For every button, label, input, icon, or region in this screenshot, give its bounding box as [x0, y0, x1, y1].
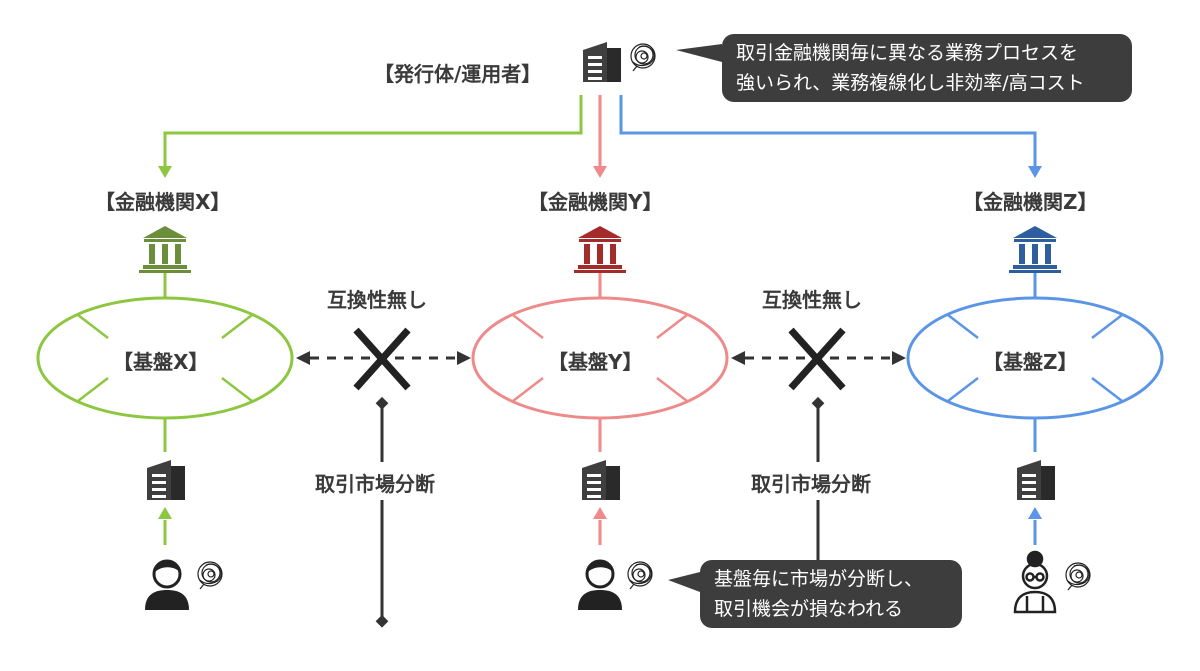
user-z-avatar-icon: [1013, 550, 1057, 614]
institution-y-label: 【金融機関Y】: [528, 190, 663, 214]
platform-x-label: 【基盤X】: [113, 350, 209, 374]
institution-y-building-icon: [582, 460, 620, 500]
institution-z-label: 【金融機関Z】: [963, 190, 1098, 214]
user-y-scribble-icon: [627, 561, 653, 590]
issuer-link-z: [619, 95, 1042, 178]
platform-z-ellipse: [906, 296, 1164, 420]
bank-icon-y: [574, 226, 626, 273]
platform-y-ellipse: [471, 296, 729, 420]
no-interop-label-1: 互換性無し: [327, 288, 427, 312]
issuer-bubble-pointer: [676, 44, 722, 62]
issuer-link-y: [593, 95, 607, 178]
user-bubble-line-1: 基盤毎に市場が分断し、: [714, 568, 924, 590]
user-x-avatar-icon: [143, 559, 191, 612]
institution-x-label: 【金融機関X】: [95, 190, 231, 214]
issuer-label: 【発行体/運用者】: [374, 62, 542, 86]
user-bubble: 基盤毎に市場が分断し、 取引機会が損なわれる: [700, 560, 962, 628]
issuer-building-icon: [583, 42, 621, 82]
no-interop-link-xy: [296, 327, 471, 391]
issuer-link-x: [158, 95, 583, 178]
market-split-divider-1: [375, 396, 389, 628]
issuer-bubble-line-1: 取引金融機関毎に異なる業務プロセスを: [736, 42, 1079, 64]
issuer-bubble-line-2: 強いられ、業務複線化し非効率/高コスト: [736, 72, 1085, 94]
bank-icon-z: [1009, 226, 1061, 273]
market-split-label-2: 取引市場分断: [751, 472, 871, 496]
user-z-scribble-icon: [1065, 562, 1091, 591]
institution-z-building-icon: [1017, 460, 1055, 500]
no-interop-label-2: 互換性無し: [762, 288, 862, 312]
frustration-scribble-icon: [630, 43, 656, 72]
issuer-bubble: 取引金融機関毎に異なる業務プロセスを 強いられ、業務複線化し非効率/高コスト: [722, 34, 1132, 102]
user-bubble-pointer: [668, 572, 700, 592]
institution-x-building-icon: [147, 460, 185, 500]
platform-y-label: 【基盤Y】: [548, 350, 643, 374]
user-x-scribble-icon: [197, 561, 223, 590]
user-bubble-line-2: 取引機会が損なわれる: [714, 598, 904, 620]
bank-icon-x: [139, 226, 191, 273]
platform-z-label: 【基盤Z】: [983, 350, 1078, 374]
no-interop-link-yz: [731, 327, 906, 391]
user-y-avatar-icon: [576, 559, 624, 612]
market-split-label-1: 取引市場分断: [315, 472, 435, 496]
